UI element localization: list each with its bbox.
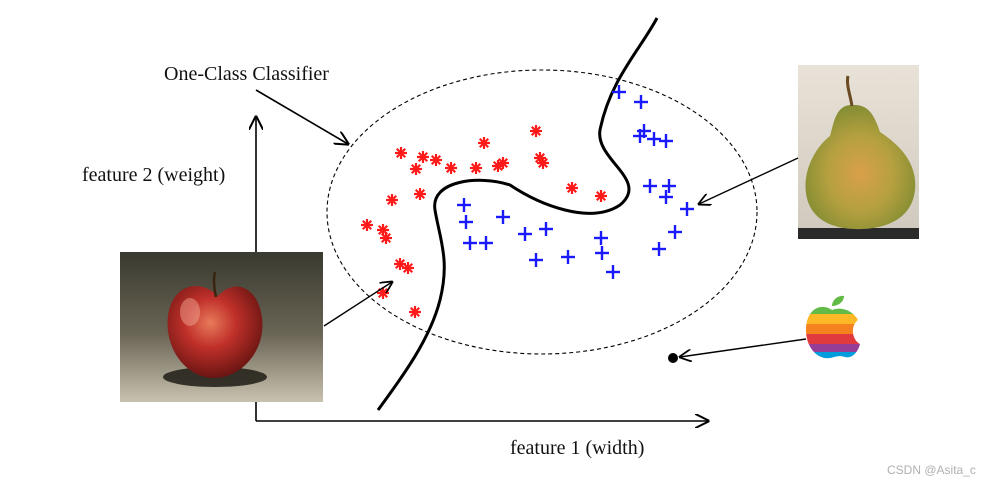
pear-marker bbox=[662, 179, 676, 193]
apple-pointer-arrow bbox=[323, 282, 392, 327]
apple-marker bbox=[470, 162, 482, 174]
pear-marker bbox=[633, 129, 647, 143]
apple-marker bbox=[361, 219, 373, 231]
pear-marker bbox=[463, 236, 477, 250]
pear-marker bbox=[496, 210, 510, 224]
apple-marker bbox=[402, 262, 414, 274]
apple-marker bbox=[566, 182, 578, 194]
watermark: CSDN @Asita_c bbox=[887, 463, 976, 477]
apple-markers bbox=[361, 125, 607, 318]
apple-marker bbox=[386, 194, 398, 206]
apple-marker bbox=[430, 154, 442, 166]
pear-marker bbox=[457, 198, 471, 212]
apple-marker bbox=[445, 162, 457, 174]
outlier-pointer-arrow bbox=[680, 338, 807, 357]
pear-marker bbox=[459, 215, 473, 229]
pear-marker bbox=[529, 253, 543, 267]
y-axis-label: feature 2 (weight) bbox=[82, 164, 225, 186]
decision-curve bbox=[376, 17, 659, 411]
pear-marker bbox=[606, 265, 620, 279]
apple-marker bbox=[410, 163, 422, 175]
pear-marker bbox=[595, 246, 609, 260]
apple-marker bbox=[380, 232, 392, 244]
pear-pointer-arrow bbox=[699, 157, 799, 204]
pear-marker bbox=[561, 250, 575, 264]
pear-marker bbox=[612, 85, 626, 99]
pear-marker bbox=[539, 222, 553, 236]
pear-markers bbox=[457, 85, 694, 279]
apple-marker bbox=[537, 157, 549, 169]
pear-marker bbox=[643, 179, 657, 193]
apple-marker bbox=[394, 258, 406, 270]
title-pointer-arrow bbox=[255, 89, 348, 144]
classifier-title: One-Class Classifier bbox=[164, 63, 329, 85]
apple-marker bbox=[497, 157, 509, 169]
rainbow-apple-logo bbox=[806, 295, 860, 359]
apple-marker bbox=[377, 287, 389, 299]
pear-marker bbox=[647, 132, 661, 146]
pear-photo bbox=[798, 65, 919, 239]
pear-marker bbox=[659, 134, 673, 148]
apple-marker bbox=[414, 188, 426, 200]
pear-marker bbox=[680, 202, 694, 216]
apple-marker bbox=[478, 137, 490, 149]
pear-marker bbox=[518, 227, 532, 241]
pear-marker bbox=[594, 231, 608, 245]
pear-marker bbox=[668, 225, 682, 239]
pear-marker bbox=[479, 236, 493, 250]
apple-marker bbox=[595, 190, 607, 202]
apple-marker bbox=[530, 125, 542, 137]
pear-marker bbox=[652, 242, 666, 256]
apple-photo bbox=[120, 252, 323, 402]
x-axis-label: feature 1 (width) bbox=[510, 437, 644, 459]
pear-marker bbox=[634, 95, 648, 109]
apple-marker bbox=[409, 306, 421, 318]
apple-marker bbox=[417, 151, 429, 163]
one-class-boundary bbox=[326, 69, 758, 355]
apple-marker bbox=[395, 147, 407, 159]
outlier-point bbox=[668, 353, 678, 363]
pear-marker bbox=[659, 190, 673, 204]
